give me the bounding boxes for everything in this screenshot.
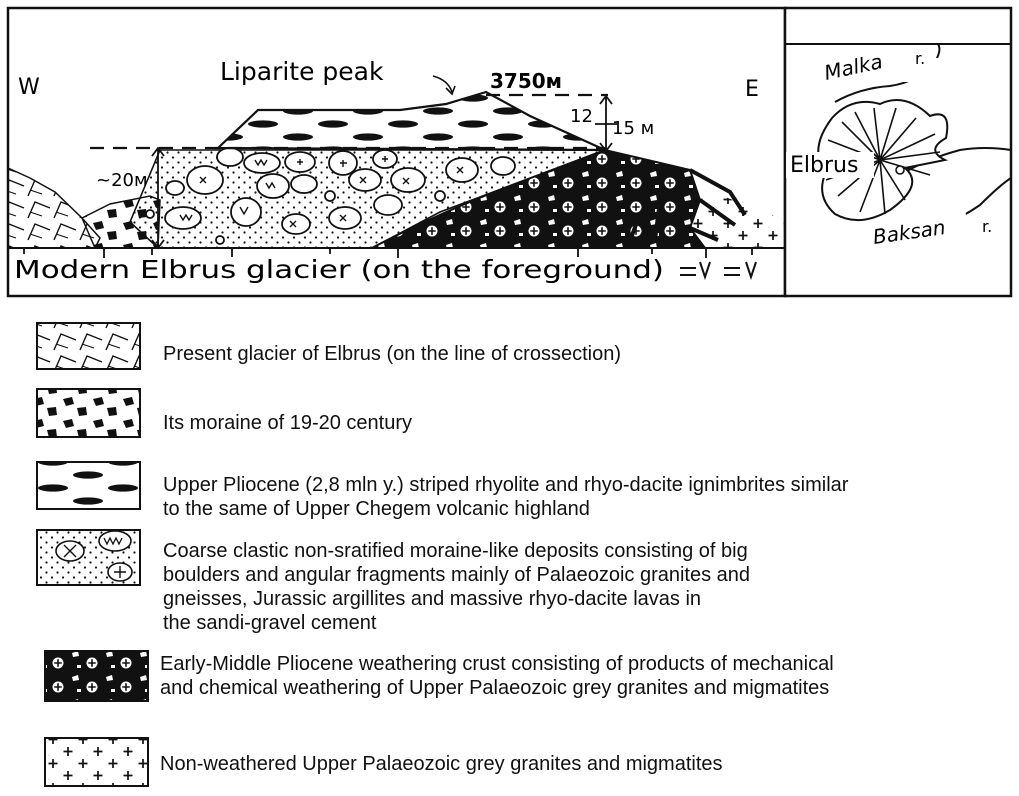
east-label: E xyxy=(745,77,759,102)
swatch-granite-crosses xyxy=(45,738,148,786)
left-thickness-label: ~20м xyxy=(96,170,148,191)
inset-map: Malka r. Elbrus Baksan r. xyxy=(785,8,1011,296)
legend-swatches xyxy=(37,323,148,786)
baksan-suffix: r. xyxy=(982,217,992,236)
legend-text-1: Present glacier of Elbrus (on the line o… xyxy=(163,343,621,365)
swatch-ignimbrite-stripes xyxy=(37,462,140,509)
cross-section: W E Liparite peak 3750м 12 15 м ~20м Mod… xyxy=(8,8,785,296)
legend-text-4-line-2: boulders and angular fragments mainly of… xyxy=(163,564,750,586)
legend-texts: Present glacier of Elbrus (on the line o… xyxy=(160,343,854,775)
legend-text-4-line-3: gneisses, Jurassic argillites and massiv… xyxy=(163,588,701,610)
thickness-top-label: 12 xyxy=(570,106,593,127)
legend-text-2: Its moraine of 19-20 century xyxy=(163,412,412,434)
elbrus-summit-marker xyxy=(896,166,904,174)
legend-text-4-line-4: the sandi-gravel cement xyxy=(163,612,377,634)
legend-text-3-line-2: to the same of Upper Chegem volcanic hig… xyxy=(163,498,590,520)
thickness-bottom-label: 15 м xyxy=(612,118,654,139)
elevation-label: 3750м xyxy=(490,69,562,93)
swatch-clastic-deposits xyxy=(37,530,140,585)
legend-text-3: Upper Pliocene (2,8 mln y.) striped rhyo… xyxy=(163,474,854,520)
malka-suffix: r. xyxy=(915,49,925,68)
swatch-glacier-ice xyxy=(37,323,140,369)
glacier-caption: Modern Elbrus glacier (on the foreground… xyxy=(14,255,664,284)
swatch-weathering-crust xyxy=(45,651,148,701)
legend-text-5-line-1: Early-Middle Pliocene weathering crust c… xyxy=(160,653,834,675)
legend-text-3-line-1: Upper Pliocene (2,8 mln y.) striped rhyo… xyxy=(163,474,849,496)
elbrus-label: Elbrus xyxy=(790,153,858,178)
legend-text-4: Coarse clastic non-sratified moraine-lik… xyxy=(163,540,756,634)
peak-label: Liparite peak xyxy=(220,57,384,86)
legend-text-4-line-1: Coarse clastic non-sratified moraine-lik… xyxy=(163,540,748,562)
west-label: W xyxy=(18,75,40,100)
legend-text-6: Non-weathered Upper Palaeozoic grey gran… xyxy=(160,753,723,775)
legend-text-5: Early-Middle Pliocene weathering crust c… xyxy=(160,653,839,699)
legend-text-5-line-2: and chemical weathering of Upper Palaeoz… xyxy=(160,677,829,699)
swatch-moraine-blocks xyxy=(37,389,140,437)
